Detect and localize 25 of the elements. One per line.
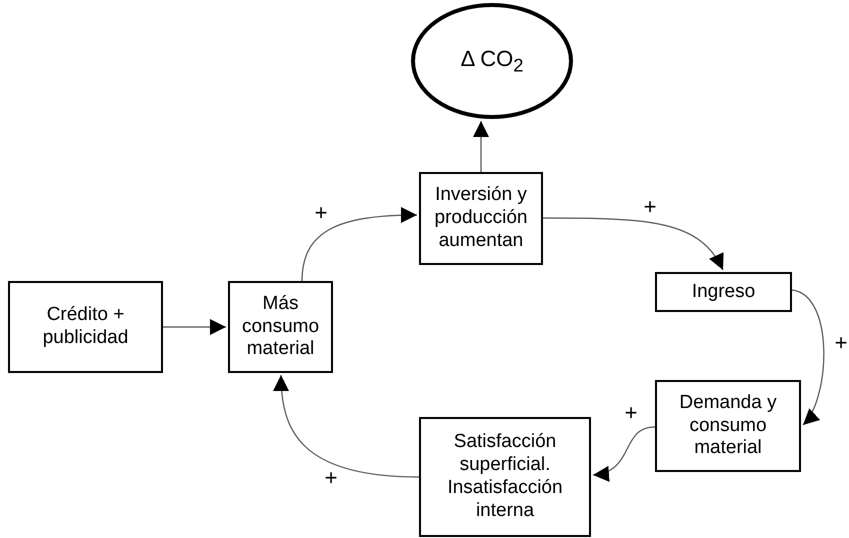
arrow xyxy=(301,207,418,282)
process-box xyxy=(419,172,543,265)
edge-label: + xyxy=(624,402,638,424)
node-label: Más consumo material xyxy=(240,292,320,362)
edge-label: + xyxy=(314,202,328,224)
process-box xyxy=(228,281,333,373)
arrow xyxy=(473,121,489,172)
arrow xyxy=(163,319,226,335)
edge-label: + xyxy=(324,467,338,489)
edge-label: + xyxy=(644,196,656,218)
node-label: Satisfacción superficial. Insatisfacción interna xyxy=(446,431,564,523)
node-label: Inversión y producción aumentan xyxy=(434,184,528,253)
arrow xyxy=(543,217,724,270)
process-box xyxy=(655,272,792,312)
node-label: Crédito + publicidad xyxy=(42,304,130,350)
arrow xyxy=(792,289,824,426)
arrow xyxy=(274,374,420,478)
arrow xyxy=(592,426,656,480)
process-box xyxy=(419,417,591,537)
node-label: Demanda y consumo material xyxy=(678,392,778,460)
node-label: Δ CO$_{2}$ xyxy=(460,46,524,76)
process-box xyxy=(8,281,163,373)
process-box xyxy=(655,380,801,472)
edge-label: + xyxy=(834,332,848,354)
node-label: Ingreso xyxy=(692,280,756,304)
